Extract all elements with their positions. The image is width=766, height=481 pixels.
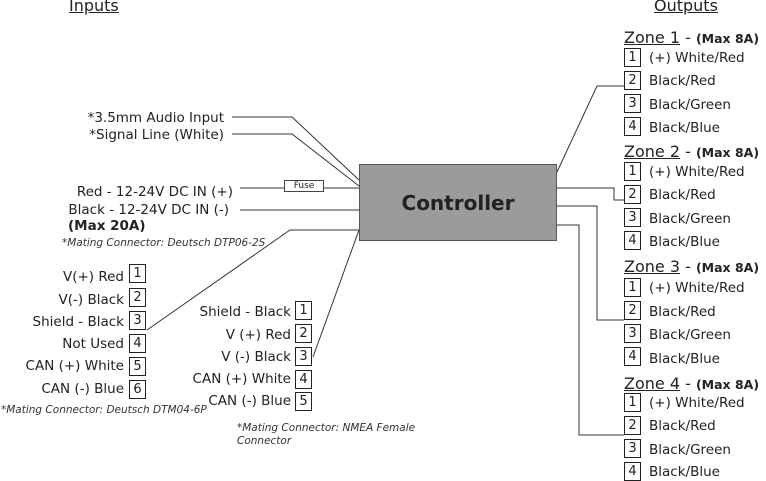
- can6-pin-number: 6: [129, 380, 146, 399]
- zone-pin-label: (+) White/Red: [649, 395, 745, 411]
- zone-pin-number: 3: [624, 208, 641, 227]
- zone-max-current: (Max 8A): [695, 31, 760, 46]
- controller-box: Controller: [359, 164, 557, 241]
- can6-pin-label: Not Used: [62, 336, 124, 352]
- signal-line-label: *Signal Line (White): [89, 127, 224, 143]
- wire-signal-line: [232, 133, 360, 187]
- zone-pin-label: Black/Green: [649, 97, 731, 113]
- power-black-label: Black - 12-24V DC IN (-): [68, 202, 229, 218]
- inputs-header: Inputs: [69, 0, 119, 15]
- zone-pin-number: 2: [624, 301, 641, 320]
- wire-nmea: [312, 229, 360, 358]
- zone-pin-label: Black/Blue: [649, 120, 720, 136]
- nmea-pin-label: CAN (+) White: [192, 371, 291, 387]
- zone-pin-label: (+) White/Red: [649, 280, 745, 296]
- zone-pin-label: (+) White/Red: [649, 50, 745, 66]
- can6-pin-label: V(-) Black: [58, 292, 124, 308]
- nmea-pin-label: V (-) Black: [221, 349, 291, 365]
- zone-pin-number: 3: [624, 439, 641, 458]
- zone-pin-number: 1: [624, 48, 641, 67]
- zone-pin-label: (+) White/Red: [649, 164, 745, 180]
- can6-pin-number: 5: [129, 357, 146, 376]
- zone-dash: -: [680, 142, 696, 161]
- fuse: Fuse: [284, 180, 324, 192]
- zone-title-row: Zone 2 - (Max 8A): [624, 142, 759, 161]
- zone-title-row: Zone 3 - (Max 8A): [624, 257, 759, 276]
- power-red-label: Red - 12-24V DC IN (+): [76, 184, 233, 200]
- can6-connector-note: *Mating Connector: Deutsch DTM04-6P: [1, 404, 207, 416]
- can6-pin-label: CAN (+) White: [25, 358, 124, 374]
- zone-pin-number: 4: [624, 231, 641, 250]
- wire-zone4: [557, 224, 624, 436]
- zone-pin-label: Black/Green: [649, 442, 731, 458]
- zone-pin-label: Black/Blue: [649, 351, 720, 367]
- zone-max-current: (Max 8A): [695, 145, 760, 160]
- zone-dash: -: [680, 374, 696, 393]
- zone-pin-label: Black/Green: [649, 211, 731, 227]
- can6-pin-number: 2: [129, 288, 146, 307]
- zone-pin-label: Black/Red: [649, 73, 716, 89]
- can6-pin-label: Shield - Black: [32, 314, 124, 330]
- zone-title: Zone 1: [624, 28, 680, 47]
- zone-pin-label: Black/Red: [649, 418, 716, 434]
- nmea-pin-number: 1: [295, 301, 312, 320]
- can6-pin-number: 3: [129, 311, 146, 330]
- zone-pin-number: 2: [624, 71, 641, 90]
- zone-pin-number: 1: [624, 393, 641, 412]
- outputs-header: Outputs: [654, 0, 718, 15]
- wire-can6: [146, 229, 359, 331]
- power-max-label: (Max 20A): [68, 218, 146, 234]
- wire-zone1: [556, 85, 624, 173]
- can6-pin-label: V(+) Red: [62, 269, 124, 285]
- zone-pin-number: 2: [624, 416, 641, 435]
- nmea-pin-number: 2: [295, 324, 312, 343]
- nmea-pin-number: 4: [295, 370, 312, 389]
- nmea-pin-label: Shield - Black: [199, 304, 291, 320]
- zone-title: Zone 2: [624, 142, 680, 161]
- nmea-pin-number: 5: [295, 392, 312, 411]
- wire-zone2: [557, 187, 624, 201]
- wire-audio-input: [232, 116, 360, 181]
- zone-pin-number: 4: [624, 117, 641, 136]
- zone-pin-label: Black/Red: [649, 187, 716, 203]
- zone-max-current: (Max 8A): [695, 377, 760, 392]
- can6-pin-label: CAN (-) Blue: [41, 381, 124, 397]
- zone-title: Zone 4: [624, 374, 680, 393]
- zone-pin-number: 3: [624, 324, 641, 343]
- zone-pin-number: 1: [624, 278, 641, 297]
- zone-pin-number: 3: [624, 94, 641, 113]
- zone-max-current: (Max 8A): [695, 260, 760, 275]
- audio-input-label: *3.5mm Audio Input: [87, 110, 224, 126]
- zone-dash: -: [680, 28, 696, 47]
- can6-pin-number: 4: [129, 334, 146, 353]
- zone-title-row: Zone 1 - (Max 8A): [624, 28, 759, 47]
- can6-pin-number: 1: [129, 264, 146, 283]
- nmea-connector-note: *Mating Connector: NMEA Female: [237, 422, 416, 434]
- zone-pin-number: 4: [624, 462, 641, 481]
- zone-title: Zone 3: [624, 257, 680, 276]
- nmea-pin-label: CAN (-) Blue: [208, 393, 291, 409]
- zone-pin-number: 4: [624, 347, 641, 366]
- zone-pin-label: Black/Red: [649, 304, 716, 320]
- nmea-pin-label: V (+) Red: [225, 327, 291, 343]
- nmea-connector-note-2: Connector: [237, 435, 292, 447]
- nmea-pin-number: 3: [295, 347, 312, 366]
- zone-pin-label: Black/Blue: [649, 234, 720, 250]
- zone-dash: -: [680, 257, 696, 276]
- zone-pin-number: 2: [624, 185, 641, 204]
- wire-zone3: [557, 205, 624, 321]
- zone-title-row: Zone 4 - (Max 8A): [624, 374, 759, 393]
- zone-pin-label: Black/Blue: [649, 464, 720, 480]
- zone-pin-label: Black/Green: [649, 327, 731, 343]
- power-connector-note: *Mating Connector: Deutsch DTP06-2S: [62, 237, 266, 249]
- controller-label: Controller: [401, 190, 515, 215]
- zone-pin-number: 1: [624, 162, 641, 181]
